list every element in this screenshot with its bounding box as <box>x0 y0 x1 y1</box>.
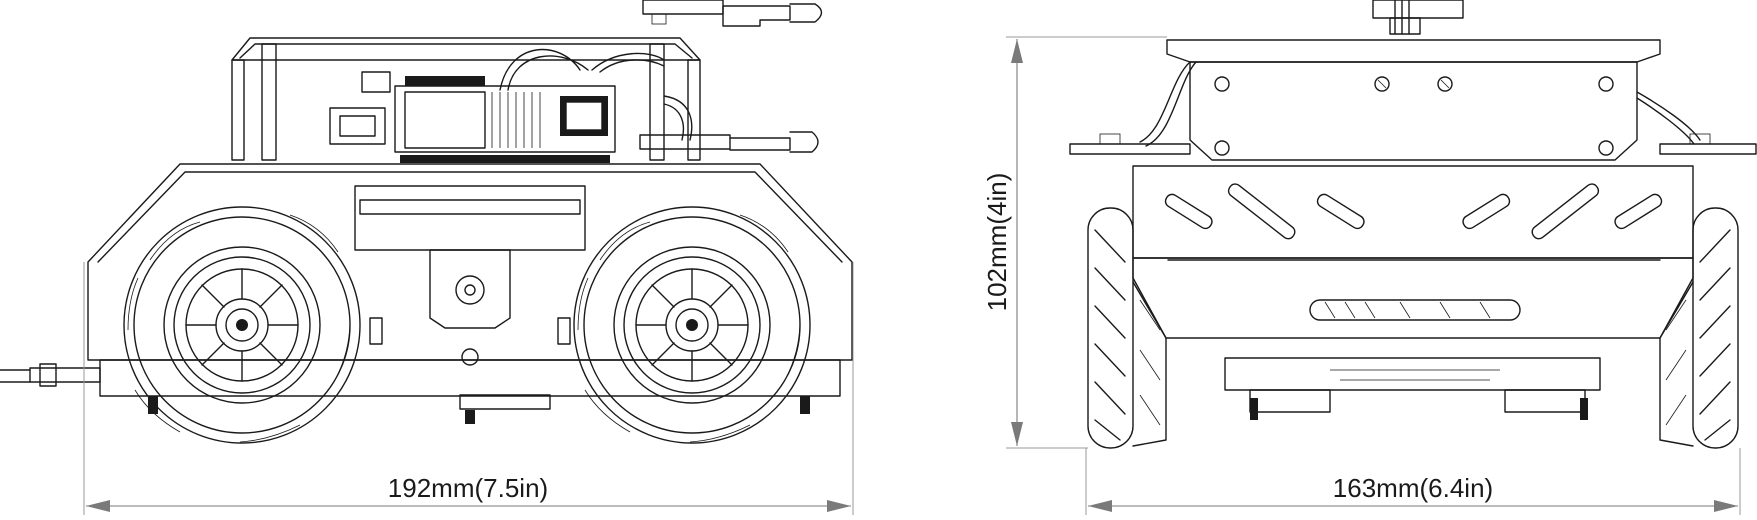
width-dimension: 163mm(6.4in) <box>1085 448 1741 515</box>
front-chassis <box>1132 165 1694 420</box>
front-upper-plate <box>1069 39 1757 161</box>
side-chassis <box>0 163 853 424</box>
length-dimension: 192mm(7.5in) <box>83 262 854 515</box>
length-dimension-label: 192mm(7.5in) <box>388 473 548 503</box>
height-dimension-label: 102mm(4in) <box>982 173 1012 312</box>
top-led-sensor <box>642 0 823 27</box>
side-left-wheel <box>123 206 361 444</box>
side-view: 192mm(7.5in) <box>0 0 854 515</box>
upper-frame <box>231 37 701 161</box>
front-left-wheel <box>1087 207 1167 449</box>
controller-board <box>329 48 819 163</box>
width-dimension-label: 163mm(6.4in) <box>1333 473 1493 503</box>
height-dimension: 102mm(4in) <box>982 36 1167 449</box>
front-view: 102mm(4in) 163mm(6.4in) <box>982 0 1757 515</box>
front-top-bracket <box>1372 0 1464 35</box>
front-right-wheel <box>1659 207 1739 449</box>
side-right-wheel <box>573 206 811 444</box>
